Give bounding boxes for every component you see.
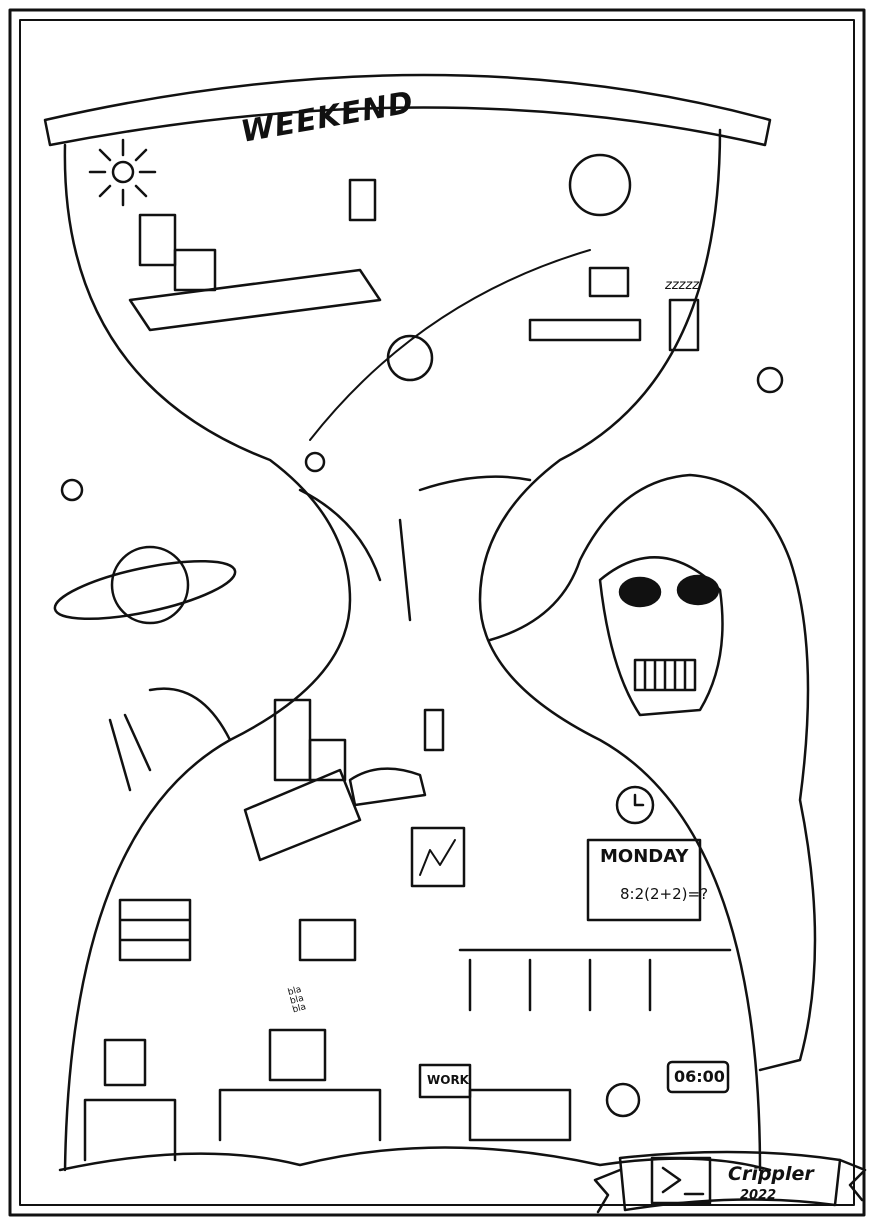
classroom-desks — [458, 948, 732, 1012]
pot-icon — [298, 918, 357, 962]
amp-icon — [173, 248, 217, 292]
traffic-light-icon — [423, 708, 445, 752]
path — [309, 249, 591, 441]
chart-board-icon — [410, 826, 466, 888]
desk — [83, 1098, 177, 1162]
signature-banner — [593, 1150, 867, 1214]
saturn-icon — [53, 545, 237, 625]
blackboard — [586, 838, 702, 922]
alarm-clock-display: 06:00 — [674, 1067, 725, 1086]
grill-icon — [386, 334, 434, 382]
sleep-text: zzzzz — [665, 278, 700, 293]
computer-monitor-icon — [103, 1038, 147, 1087]
grim-reaper — [108, 473, 817, 1072]
signature-name: Crippler — [728, 1163, 814, 1185]
outer-frame — [8, 8, 866, 1217]
school-desk — [468, 1088, 572, 1142]
moon-icon — [756, 366, 784, 394]
bed-icon — [528, 318, 642, 342]
hourglass-right-glass — [478, 128, 762, 1172]
terminal-prompt-icon — [650, 1156, 712, 1205]
building-icon — [273, 698, 312, 782]
skull — [598, 556, 724, 717]
office-desk — [218, 1088, 382, 1142]
wall-clock-icon — [615, 785, 655, 825]
digital-clock-icon — [666, 1060, 730, 1094]
car-icon — [348, 767, 427, 807]
blackboard-heading: MONDAY — [600, 846, 689, 867]
speaker-icon — [138, 213, 177, 267]
signature-year: 2022 — [740, 1188, 777, 1203]
briefcase-icon — [418, 1063, 472, 1099]
soccer-ball-icon — [304, 451, 326, 473]
stage — [128, 268, 382, 332]
window-icon — [588, 266, 630, 298]
hourglass-top-cap — [43, 73, 772, 147]
building-icon — [308, 738, 347, 782]
falling-people — [298, 475, 532, 622]
hourglass-left-glass — [63, 143, 352, 1172]
small-planet-icon — [60, 478, 84, 502]
fridge-icon — [668, 298, 700, 352]
truck-icon — [243, 768, 362, 862]
sun-icon — [88, 138, 157, 207]
blackboard-equation: 8:2(2+2)=? — [620, 885, 709, 903]
computer-monitor-icon — [268, 1028, 327, 1082]
brick-wall — [118, 898, 192, 962]
alarm-clock-icon — [605, 1082, 641, 1118]
tree-icon — [568, 153, 632, 217]
briefcase-label: WORK — [427, 1073, 469, 1087]
inner-frame — [19, 19, 855, 1206]
speaker-icon — [348, 178, 377, 222]
